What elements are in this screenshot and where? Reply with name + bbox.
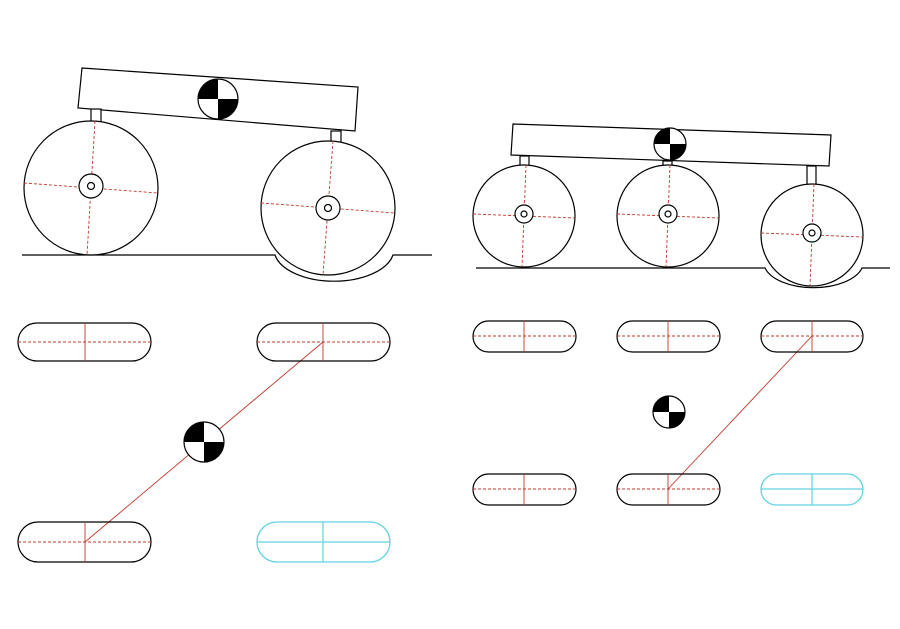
wheel-middle [616, 164, 720, 268]
footprint-top-front [472, 320, 577, 353]
two-wheel-side-view [22, 67, 432, 282]
footprint-bottom-middle [616, 473, 721, 506]
footprint-top-middle [616, 320, 721, 353]
footprint-bottom-rear-highlight [760, 473, 864, 506]
ground-line [22, 254, 432, 282]
footprint-rear-left [256, 322, 391, 362]
center-of-mass-icon [653, 127, 687, 161]
footprint-front-left [17, 322, 152, 362]
wheel-rear [260, 140, 396, 276]
three-wheel-top-view [472, 320, 864, 506]
ground-line [476, 267, 890, 289]
footprint-rear-right-highlight [256, 521, 391, 563]
wheel-front [23, 120, 159, 256]
center-of-mass-icon [183, 421, 225, 463]
two-wheel-top-view [17, 322, 391, 563]
footprint-top-rear [760, 320, 864, 353]
three-wheel-side-view [472, 123, 890, 289]
footprint-front-right [17, 521, 152, 563]
center-of-mass-icon [197, 78, 239, 120]
wheel-rear [760, 183, 864, 287]
footprint-bottom-front [472, 473, 577, 506]
wheel-front [472, 164, 576, 268]
center-of-mass-icon [652, 395, 686, 429]
